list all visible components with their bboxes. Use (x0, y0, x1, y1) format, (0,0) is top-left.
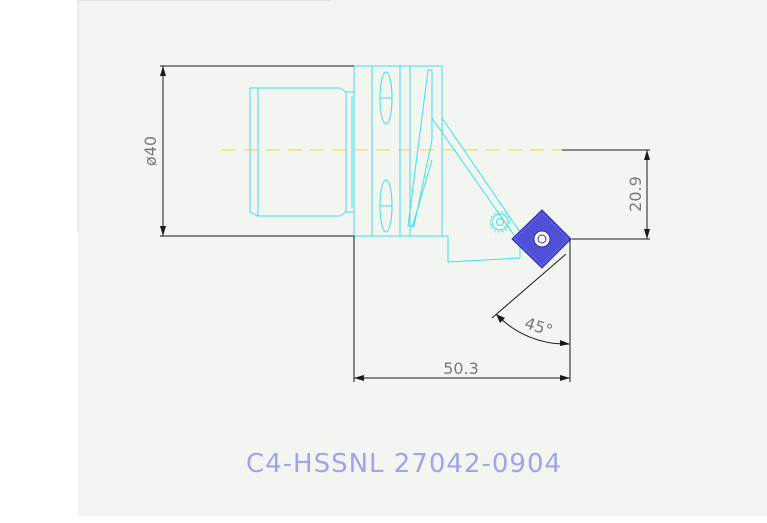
cutting-insert (511, 209, 572, 269)
dim-diameter-label: ø40 (141, 136, 160, 166)
dimension-arrows (160, 66, 650, 381)
dim-height-label: 20.9 (626, 176, 645, 212)
drawing-sheet (78, 0, 767, 523)
clamp-screw (491, 213, 509, 231)
tool-holder-body (249, 65, 521, 263)
flange (353, 65, 443, 237)
dim-length-label: 50.3 (443, 359, 479, 378)
chip-groove (407, 69, 433, 227)
part-number-title: C4-HSSNL 27042-0904 (246, 449, 562, 479)
sheet-bottom-margin (78, 516, 767, 523)
insert-hole (533, 230, 551, 248)
